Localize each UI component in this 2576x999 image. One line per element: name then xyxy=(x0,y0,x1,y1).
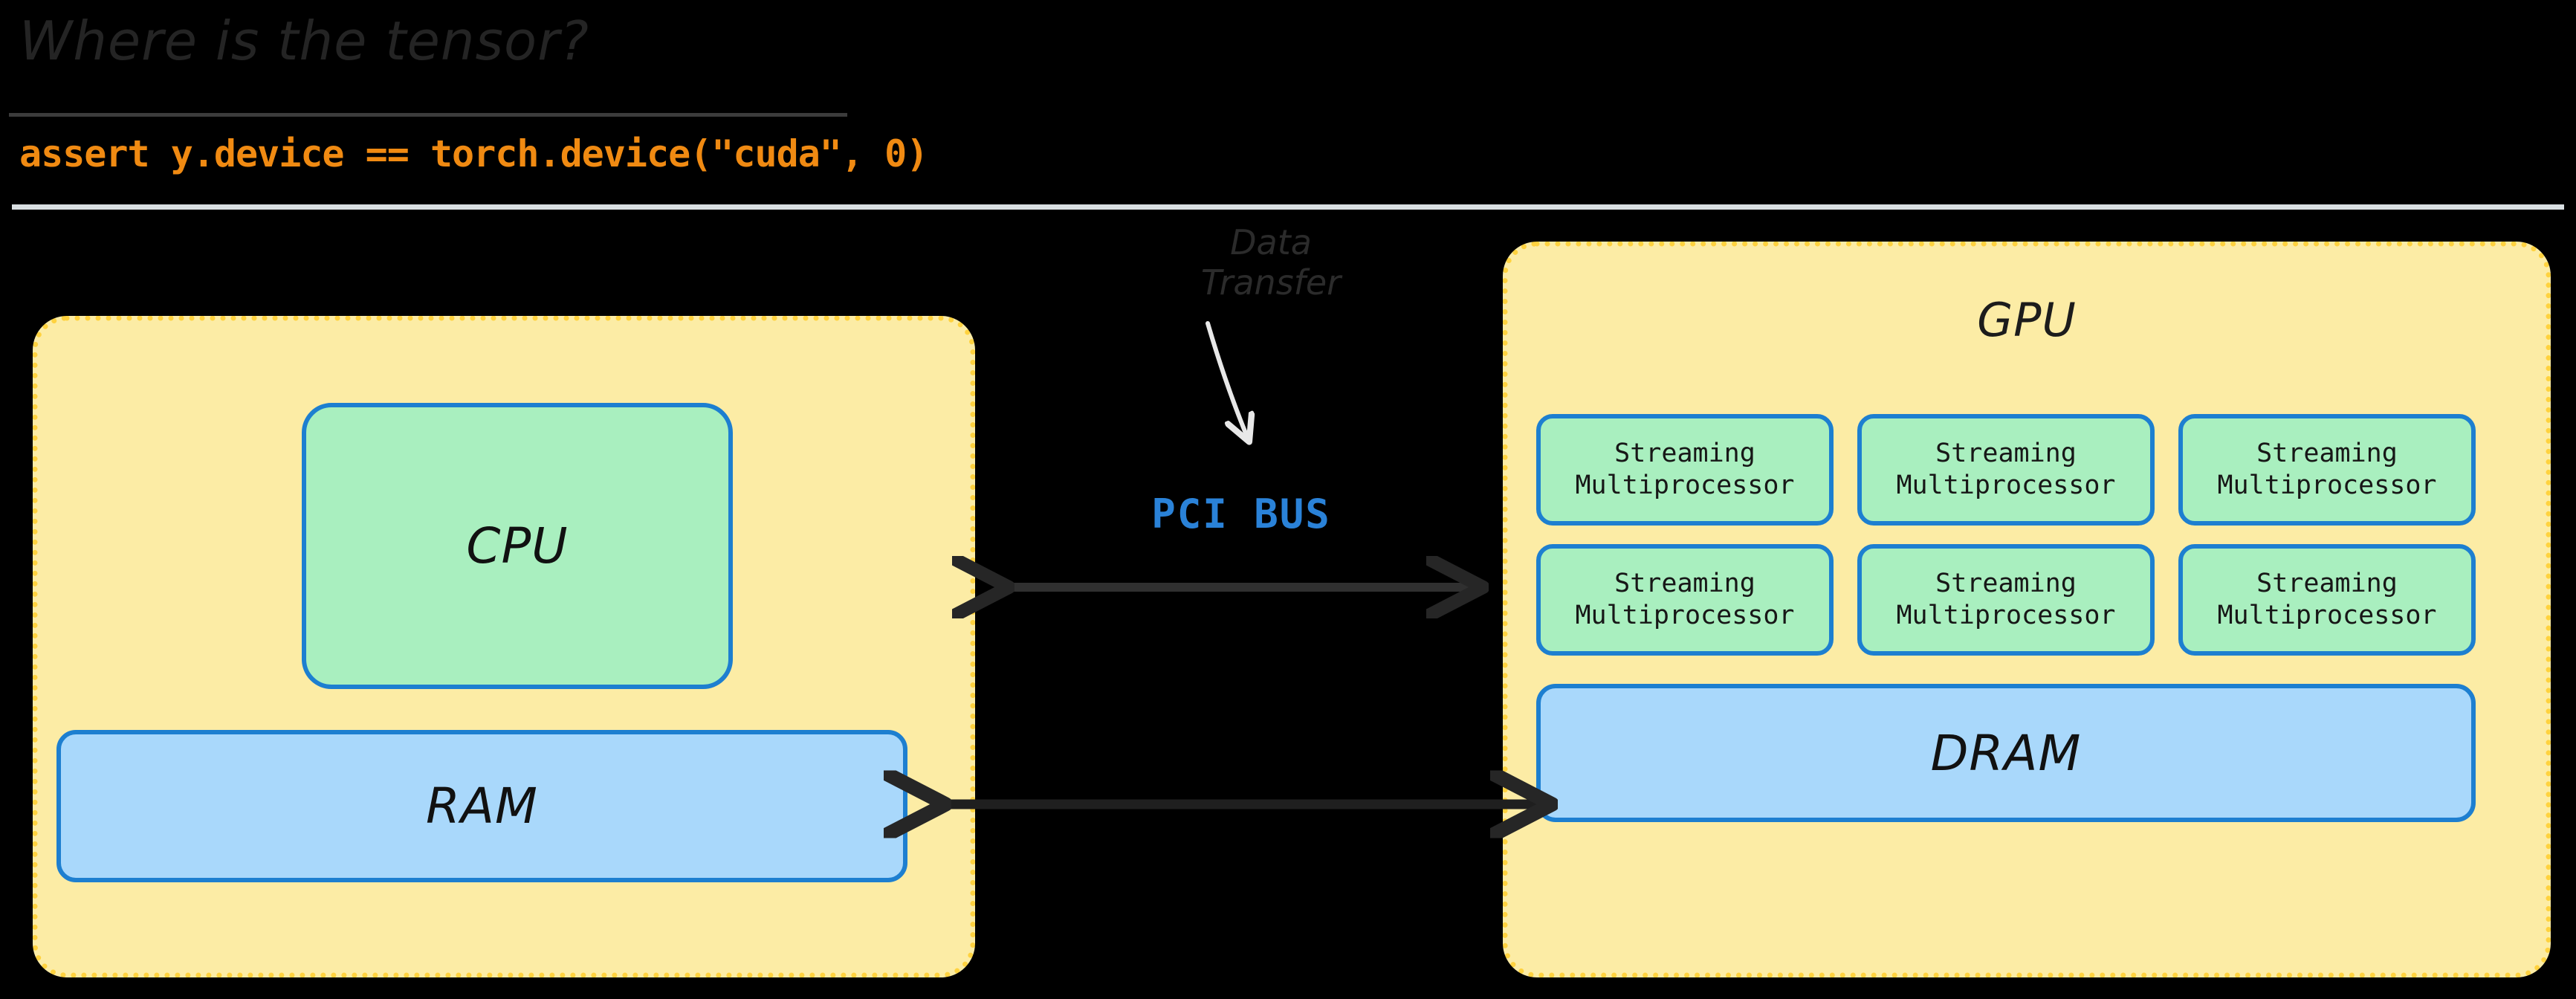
dram-block[interactable]: DRAM xyxy=(1536,684,2476,822)
streaming-multiprocessor-block[interactable]: Streaming Multiprocessor xyxy=(1857,414,2155,526)
ram-label: RAM xyxy=(426,777,538,835)
streaming-multiprocessor-block[interactable]: Streaming Multiprocessor xyxy=(2178,414,2476,526)
header-divider xyxy=(12,204,2564,210)
sm-label: Streaming Multiprocessor xyxy=(1575,439,1795,500)
sm-label: Streaming Multiprocessor xyxy=(2217,439,2437,500)
page-title: Where is the tensor? xyxy=(19,10,589,72)
data-transfer-label: Data Transfer xyxy=(1200,222,1342,303)
slide-header: Where is the tensor? assert y.device == … xyxy=(0,0,2576,212)
sm-label: Streaming Multiprocessor xyxy=(1575,569,1795,630)
cpu-block[interactable]: CPU xyxy=(302,403,733,689)
dram-label: DRAM xyxy=(1930,724,2082,782)
streaming-multiprocessor-block[interactable]: Streaming Multiprocessor xyxy=(2178,544,2476,656)
gpu-title: GPU xyxy=(1977,293,2077,347)
title-underline xyxy=(9,113,847,117)
streaming-multiprocessor-block[interactable]: Streaming Multiprocessor xyxy=(1857,544,2155,656)
sm-label: Streaming Multiprocessor xyxy=(1896,439,2116,500)
streaming-multiprocessor-block[interactable]: Streaming Multiprocessor xyxy=(1536,414,1834,526)
assert-code-line: assert y.device == torch.device("cuda", … xyxy=(19,132,928,175)
sm-label: Streaming Multiprocessor xyxy=(1896,569,2116,630)
cpu-label: CPU xyxy=(466,517,569,575)
sm-label: Streaming Multiprocessor xyxy=(2217,569,2437,630)
host-panel: CPU RAM xyxy=(33,316,975,977)
gpu-panel: GPU Streaming Multiprocessor Streaming M… xyxy=(1503,242,2551,977)
ram-block[interactable]: RAM xyxy=(56,730,907,882)
streaming-multiprocessor-block[interactable]: Streaming Multiprocessor xyxy=(1536,544,1834,656)
data-transfer-arrow xyxy=(1206,321,1248,439)
pci-bus-label: PCI BUS xyxy=(1151,491,1331,537)
